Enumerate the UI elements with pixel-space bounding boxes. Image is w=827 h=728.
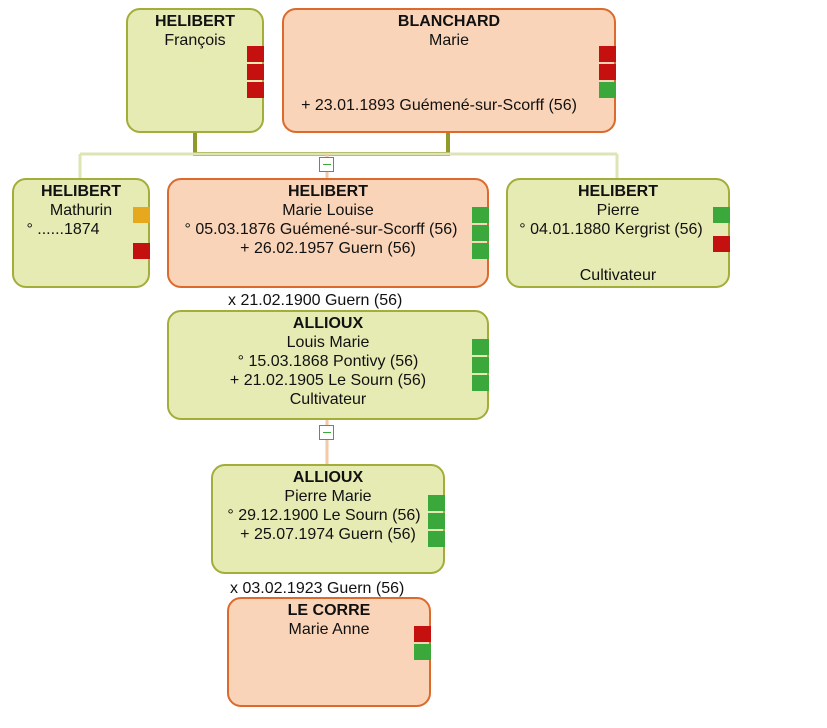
status-mark-green <box>472 207 489 223</box>
status-marks <box>414 626 431 662</box>
person-given-name: Marie Louise <box>282 202 374 219</box>
marriage-label: x 21.02.1900 Guern (56) <box>228 292 403 309</box>
status-marks <box>472 339 489 393</box>
person-death: + 25.07.1974 Guern (56) <box>240 526 416 543</box>
person-birth: ° 15.03.1868 Pontivy (56) <box>237 353 419 370</box>
person-card-marie-louise-helibert[interactable]: HELIBERT Marie Louise ° 05.03.1876 Guéme… <box>167 178 489 288</box>
person-surname: ALLIOUX <box>292 315 364 332</box>
status-mark-green <box>414 644 431 660</box>
person-surname: ALLIOUX <box>292 469 364 486</box>
person-card-louis-marie-allioux[interactable]: ALLIOUX Louis Marie ° 15.03.1868 Pontivy… <box>167 310 489 420</box>
status-mark-red <box>247 82 264 98</box>
status-mark-empty <box>133 225 150 241</box>
person-surname: LE CORRE <box>287 602 371 619</box>
status-marks <box>428 495 445 549</box>
status-mark-red <box>713 236 730 252</box>
person-given-name: Mathurin <box>49 202 113 219</box>
status-mark-green <box>713 207 730 223</box>
status-mark-red <box>414 626 431 642</box>
parents-link-line <box>193 132 450 156</box>
person-given-name: Louis Marie <box>286 334 370 351</box>
collapse-toggle-icon[interactable] <box>319 425 334 440</box>
person-death: + 23.01.1893 Guémené-sur-Scorff (56) <box>301 97 577 114</box>
person-birth: ° 05.03.1876 Guémené-sur-Scorff (56) <box>184 221 458 238</box>
person-card-mathurin-helibert[interactable]: HELIBERT Mathurin ° ......1874 <box>12 178 150 288</box>
status-mark-spacer <box>713 225 730 234</box>
status-mark-green <box>599 82 616 98</box>
status-mark-green <box>472 339 489 355</box>
person-card-pierre-helibert[interactable]: HELIBERT Pierre ° 04.01.1880 Kergrist (5… <box>506 178 730 288</box>
status-mark-red <box>247 46 264 62</box>
status-marks <box>133 207 150 261</box>
person-given-name: Marie Anne <box>288 621 370 638</box>
person-card-pierre-marie-allioux[interactable]: ALLIOUX Pierre Marie ° 29.12.1900 Le Sou… <box>211 464 445 574</box>
person-given-name: Marie <box>428 32 469 49</box>
status-mark-red <box>599 64 616 80</box>
status-mark-red <box>247 64 264 80</box>
status-mark-green <box>472 225 489 241</box>
status-mark-green <box>472 357 489 373</box>
status-mark-green <box>428 531 445 547</box>
person-death: + 26.02.1957 Guern (56) <box>240 240 416 257</box>
person-card-marie-blanchard[interactable]: BLANCHARD Marie + 23.01.1893 Guémené-sur… <box>282 8 616 133</box>
status-marks <box>247 46 264 100</box>
person-surname: HELIBERT <box>288 183 368 200</box>
person-birth: ° 04.01.1880 Kergrist (56) <box>519 221 703 238</box>
person-given-name: Pierre Marie <box>284 488 372 505</box>
status-mark-green <box>428 513 445 529</box>
status-mark-green <box>472 375 489 391</box>
status-marks <box>713 207 730 254</box>
marriage-label: x 03.02.1923 Guern (56) <box>230 580 405 597</box>
status-mark-orange <box>133 207 150 223</box>
person-occupation: Cultivateur <box>289 391 367 408</box>
person-surname: HELIBERT <box>41 183 121 200</box>
person-given-name: François <box>164 32 226 49</box>
status-mark-green <box>472 243 489 259</box>
person-birth: ° 29.12.1900 Le Sourn (56) <box>227 507 421 524</box>
collapse-toggle-icon[interactable] <box>319 157 334 172</box>
person-occupation: Cultivateur <box>579 267 657 284</box>
person-card-marie-anne-le-corre[interactable]: LE CORRE Marie Anne <box>227 597 431 707</box>
status-mark-red <box>599 46 616 62</box>
status-marks <box>472 207 489 261</box>
status-mark-red <box>133 243 150 259</box>
person-surname: HELIBERT <box>578 183 658 200</box>
person-surname: HELIBERT <box>155 13 235 30</box>
status-marks <box>599 46 616 100</box>
person-given-name: Pierre <box>596 202 640 219</box>
person-card-francois-helibert[interactable]: HELIBERT François <box>126 8 264 133</box>
person-birth: ° ......1874 <box>26 221 100 238</box>
person-death: + 21.02.1905 Le Sourn (56) <box>229 372 427 389</box>
person-surname: BLANCHARD <box>397 13 501 30</box>
status-mark-green <box>428 495 445 511</box>
